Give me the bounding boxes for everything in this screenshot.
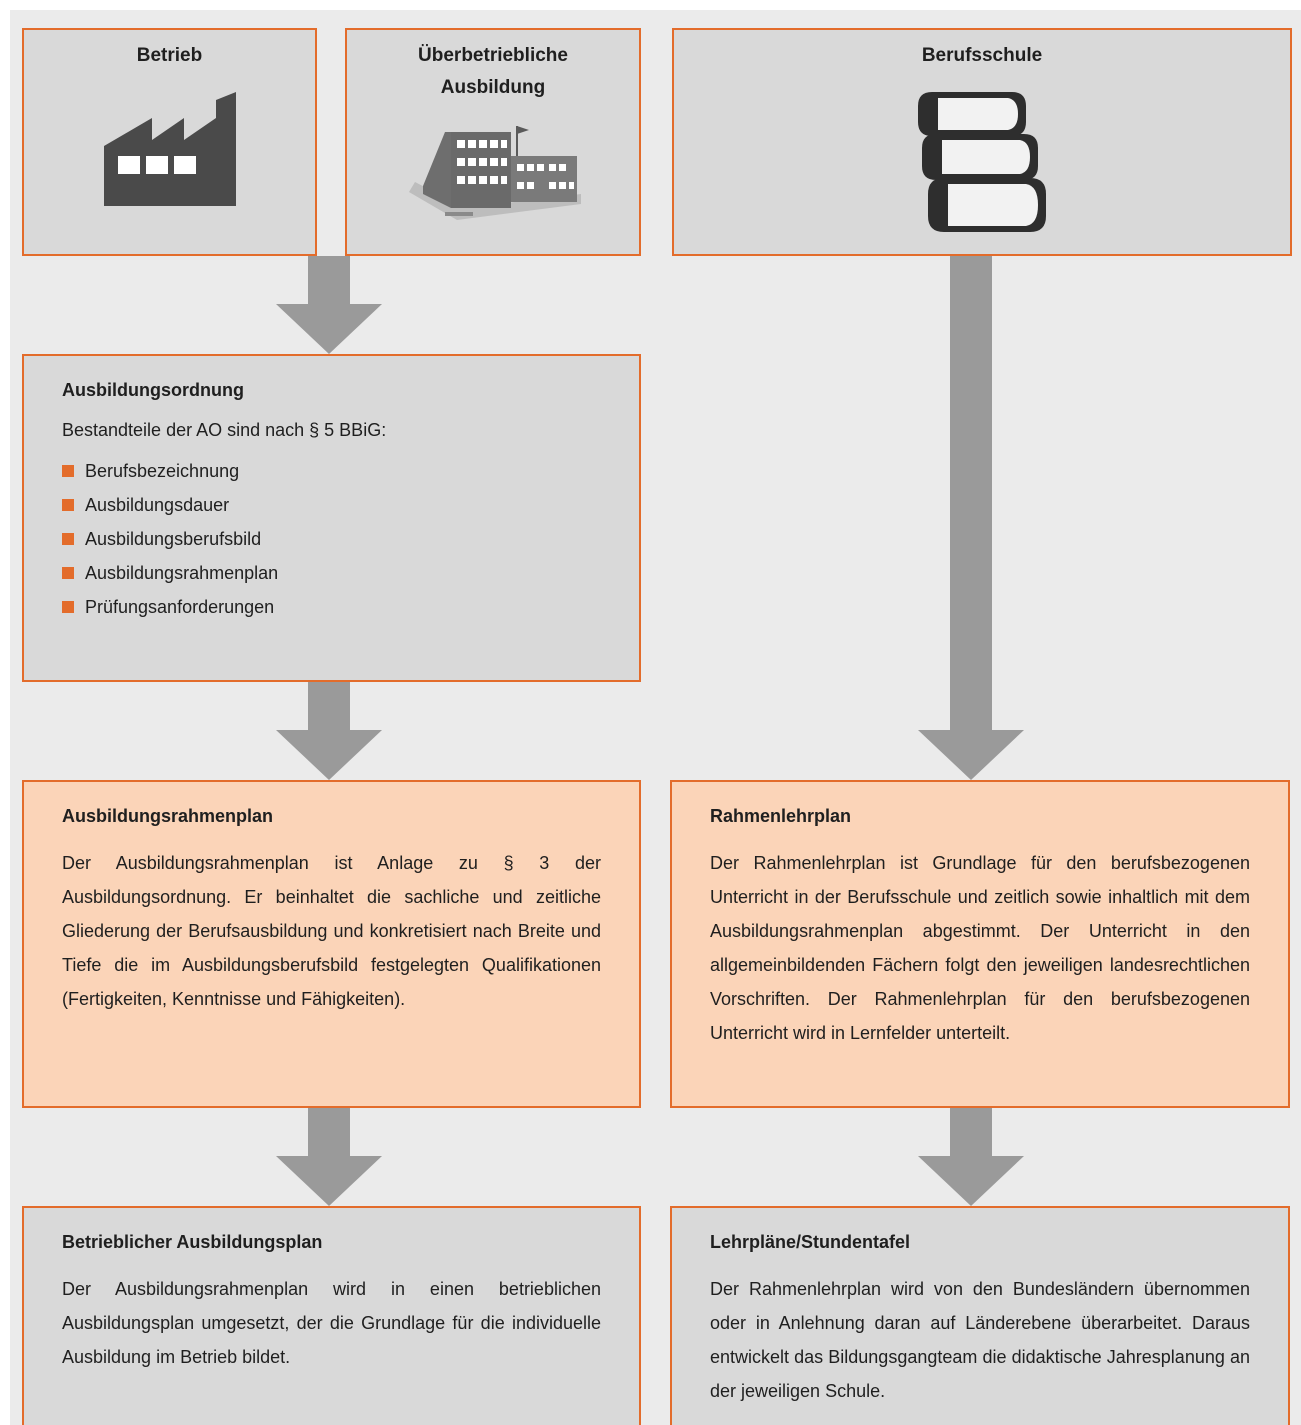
list-item: Prüfungsanforderungen	[62, 590, 278, 624]
ausbildungsrahmenplan-text: Der Ausbildungsrahmenplan ist Anlage zu …	[62, 853, 601, 1009]
betrieb-box: Betrieb	[22, 28, 317, 256]
rahmenlehrplan-text: Der Rahmenlehrplan ist Grundlage für den…	[710, 853, 1250, 1043]
books-icon	[918, 92, 1046, 232]
arrow-to-betrieblicher-ausbildungsplan	[276, 1108, 382, 1206]
ausbildungsordnung-intro: Bestandteile der AO sind nach § 5 BBiG:	[62, 420, 387, 440]
list-item: Berufsbezeichnung	[62, 454, 278, 488]
arrow-to-lehrplaene	[918, 1108, 1024, 1206]
list-item: Ausbildungsrahmenplan	[62, 556, 278, 590]
ausbildungsordnung-box: Ausbildungsordnung Bestandteile der AO s…	[22, 354, 641, 682]
lehrplaene-title: Lehrpläne/Stundentafel	[710, 1232, 911, 1252]
factory-icon	[104, 92, 236, 206]
arrow-to-rahmenlehrplan	[918, 256, 1024, 780]
bullet-square	[62, 499, 74, 511]
rahmenlehrplan-title: Rahmenlehrplan	[710, 806, 852, 826]
lehrplaene-text: Der Rahmenlehrplan wird von den Bundeslä…	[710, 1279, 1250, 1401]
berufsschule-box: Berufsschule	[672, 28, 1292, 256]
ausbildungsrahmenplan-box: Ausbildungsrahmenplan Der Ausbildungsrah…	[22, 780, 641, 1108]
ueberbetriebliche-label-line1: Überbetriebliche	[418, 45, 568, 66]
diagram-canvas: Betrieb Überbetriebliche Ausbildung	[10, 10, 1301, 1425]
rahmenlehrplan-box: Rahmenlehrplan Der Rahmenlehrplan ist Gr…	[670, 780, 1290, 1108]
list-item: Ausbildungsberufsbild	[62, 522, 278, 556]
ausbildungsrahmenplan-title: Ausbildungsrahmenplan	[62, 806, 274, 826]
arrow-to-ausbildungsordnung	[276, 256, 382, 354]
berufsschule-label: Berufsschule	[921, 45, 1043, 66]
ausbildungsordnung-list: Berufsbezeichnung Ausbildungsdauer Ausbi…	[62, 454, 278, 624]
betrieblicher-ausbildungsplan-title: Betrieblicher Ausbildungsplan	[62, 1232, 323, 1252]
betrieb-label: Betrieb	[136, 45, 203, 66]
bullet-square	[62, 465, 74, 477]
list-item: Ausbildungsdauer	[62, 488, 278, 522]
arrow-to-ausbildungsrahmenplan	[276, 682, 382, 780]
training-center-building-icon	[409, 126, 581, 220]
bullet-square	[62, 601, 74, 613]
betrieblicher-ausbildungsplan-box: Betrieblicher Ausbildungsplan Der Ausbil…	[22, 1206, 641, 1425]
ausbildungsordnung-title: Ausbildungsordnung	[62, 380, 244, 400]
betrieblicher-ausbildungsplan-text: Der Ausbildungsrahmenplan wird in einen …	[62, 1279, 601, 1367]
ueberbetriebliche-ausbildung-box: Überbetriebliche Ausbildung	[345, 28, 641, 256]
bullet-square	[62, 567, 74, 579]
lehrplaene-stundentafel-box: Lehrpläne/Stundentafel Der Rahmenlehrpla…	[670, 1206, 1290, 1425]
ueberbetriebliche-label-line2: Ausbildung	[440, 77, 546, 98]
bullet-square	[62, 533, 74, 545]
